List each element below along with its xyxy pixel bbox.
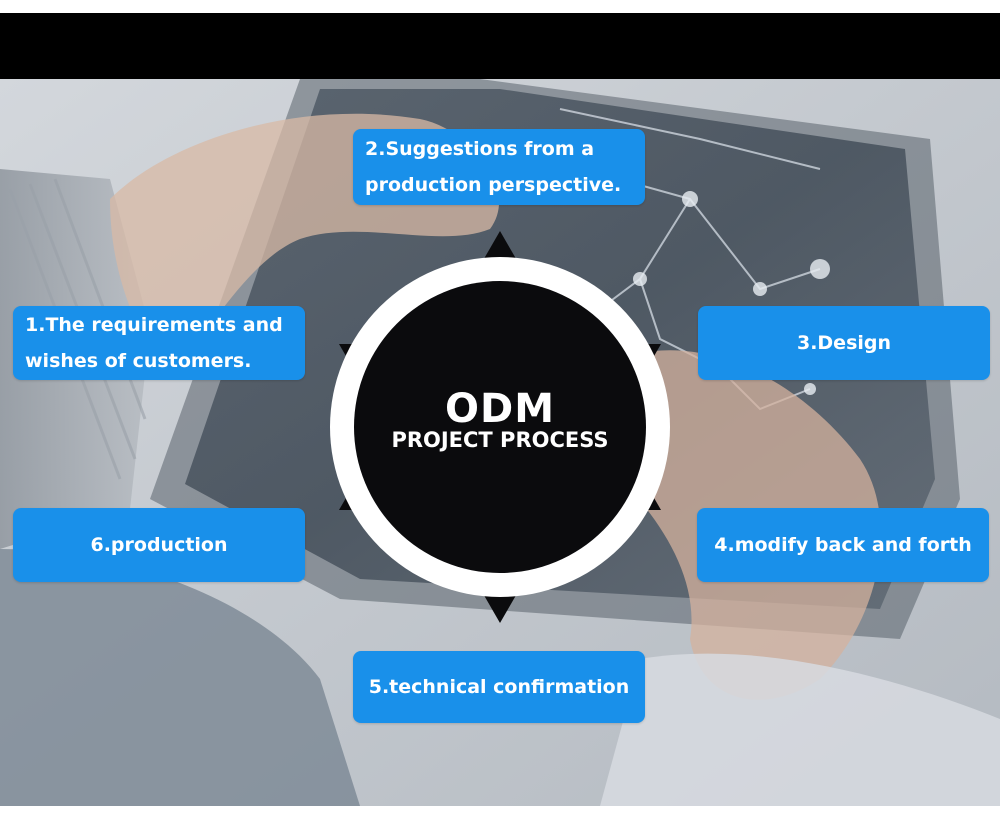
step-6-box: 6.production: [13, 508, 305, 582]
step-3-label: 3.Design: [796, 332, 892, 354]
step-5-box: 5.technical confirmation: [353, 651, 645, 723]
step-4-box: 4.modify back and forth: [697, 508, 989, 582]
step-4-label: 4.modify back and forth: [714, 534, 972, 556]
top-black-bar: [0, 13, 1000, 79]
step-1-line-2: wishes of customers.: [25, 350, 252, 372]
step-2-line-2: production perspective.: [365, 174, 622, 196]
step-1-line-1: 1.The requirements and: [25, 314, 283, 336]
step-1-box: 1.The requirements and wishes of custome…: [13, 306, 305, 380]
step-2-box: 2.Suggestions from a production perspect…: [353, 129, 645, 205]
hub-subtitle: PROJECT PROCESS: [391, 428, 609, 452]
hub-title: ODM: [444, 386, 555, 432]
hub-graphic: [330, 231, 670, 623]
step-3-box: 3.Design: [698, 306, 990, 380]
step-5-label: 5.technical confirmation: [368, 676, 630, 698]
step-2-line-1: 2.Suggestions from a: [365, 138, 595, 160]
step-6-label: 6.production: [90, 534, 228, 556]
bottom-white-strip: [0, 806, 1000, 824]
hub-disc: [354, 281, 646, 573]
